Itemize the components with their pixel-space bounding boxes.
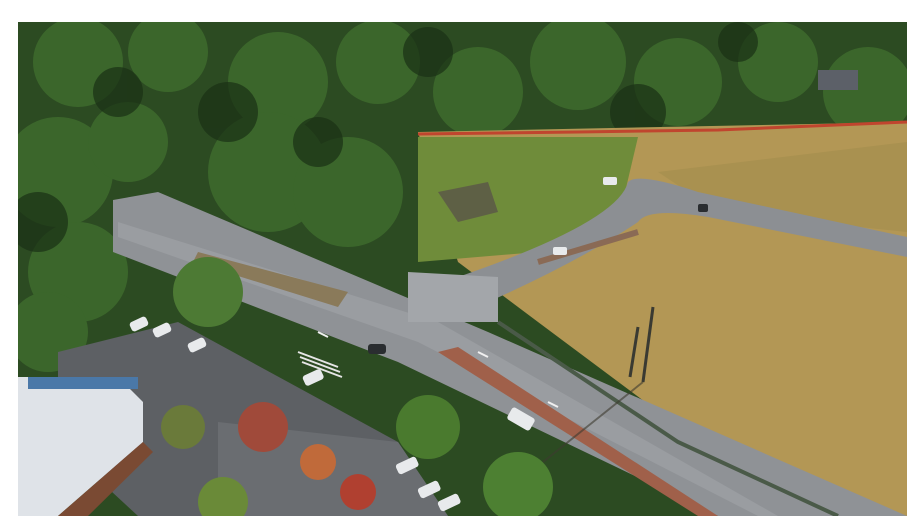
house-roof (818, 70, 858, 90)
building-roof (18, 377, 143, 516)
dark-car (368, 344, 386, 354)
building-blue-roof (28, 377, 138, 389)
pond (438, 182, 498, 222)
guardrail (496, 320, 839, 516)
cars (129, 177, 617, 512)
utility-pole (641, 306, 655, 383)
aerial-scene (18, 22, 907, 516)
road-median (438, 347, 718, 516)
main-road-lane (118, 222, 778, 516)
main-road (113, 192, 907, 516)
pole-shadow (542, 381, 644, 463)
building-facade (58, 442, 153, 516)
parking-trees (161, 257, 553, 516)
utility-pole (628, 326, 640, 378)
crosswalk (297, 351, 343, 378)
intersection (408, 272, 498, 322)
retaining-wall (537, 229, 639, 265)
lane-markings (317, 331, 559, 408)
dark-car (698, 204, 708, 212)
tree-texture (18, 22, 907, 372)
tree-shadows (18, 22, 758, 252)
median-upper (193, 252, 348, 307)
aerial-photo (18, 22, 907, 516)
side-road (458, 178, 907, 302)
silt-fence (417, 120, 907, 136)
